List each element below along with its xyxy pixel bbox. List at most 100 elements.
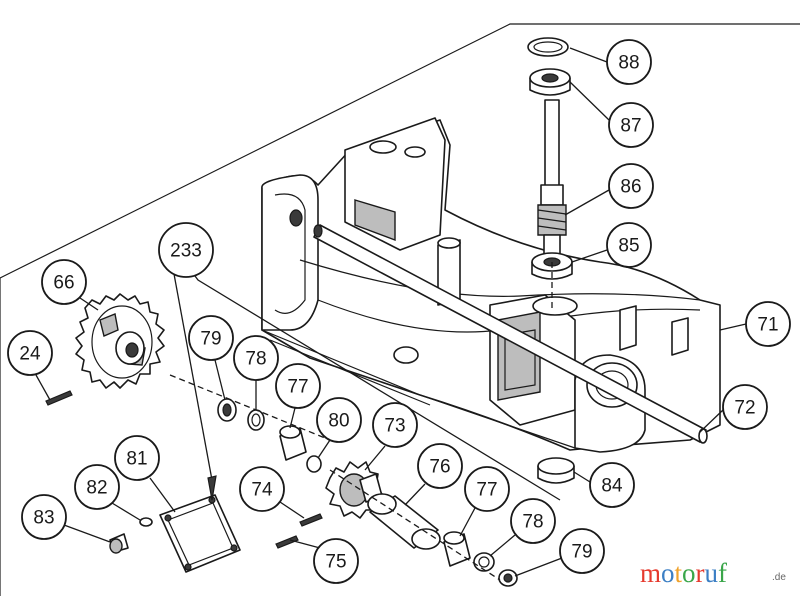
part-66-gear: [75, 293, 165, 389]
callout-77: 77: [464, 466, 510, 512]
callout-number: 74: [251, 480, 273, 501]
part-77-bushing-left: [279, 425, 307, 461]
part-75-pin: [275, 535, 299, 549]
part-79-washer-right: [498, 569, 518, 587]
callout-circle: [608, 102, 654, 148]
callout-circle: [589, 462, 635, 508]
callout-circle: [158, 222, 214, 278]
callout-circle: [239, 466, 285, 512]
callout-circle: [21, 494, 67, 540]
callout-78: 78: [233, 335, 279, 381]
callout-85: 85: [606, 222, 652, 268]
part-81-cover-plate: [159, 494, 241, 573]
logo-letter: m: [640, 558, 661, 588]
frame-border-line: [0, 23, 800, 279]
callout-79: 79: [188, 315, 234, 361]
callout-72: 72: [722, 384, 768, 430]
callout-24: 24: [7, 330, 53, 376]
callout-circle: [41, 259, 87, 305]
callout-circle: [608, 163, 654, 209]
callout-number: 82: [86, 478, 107, 499]
callout-number: 79: [571, 542, 592, 563]
callout-86: 86: [608, 163, 654, 209]
callout-number: 78: [245, 349, 266, 370]
callout-80: 80: [316, 397, 362, 443]
assembly-axis-left: [169, 374, 331, 441]
callout-79: 79: [559, 528, 605, 574]
callout-number: 86: [620, 177, 641, 198]
callout-number: 77: [287, 377, 308, 398]
callout-82: 82: [74, 464, 120, 510]
worm-shaft: [537, 99, 567, 256]
callout-77: 77: [275, 363, 321, 409]
callout-circle: [372, 402, 418, 448]
part-77-bushing-right: [443, 531, 471, 567]
part-80-washer: [306, 455, 322, 473]
callout-number: 87: [620, 116, 641, 137]
drive-shaft: [313, 224, 708, 444]
callout-number: 88: [618, 53, 639, 74]
callout-number: 233: [170, 241, 202, 262]
callout-87: 87: [608, 102, 654, 148]
callout-circle: [275, 363, 321, 409]
callout-78: 78: [510, 498, 556, 544]
callout-circle: [722, 384, 768, 430]
part-76-sleeve: [367, 493, 441, 550]
callout-circle: [316, 397, 362, 443]
part-82-washer: [139, 517, 153, 527]
part-24-pin: [45, 390, 73, 406]
part-78-ring-left: [247, 409, 265, 431]
motoruf-logo: motoruf .de: [640, 558, 786, 588]
logo-suffix: .de: [772, 572, 786, 583]
logo-letter: t: [675, 558, 683, 588]
callout-number: 24: [19, 344, 41, 365]
callout-circle: [74, 464, 120, 510]
callout-74: 74: [239, 466, 285, 512]
callout-75: 75: [313, 538, 359, 584]
callout-81: 81: [114, 435, 160, 481]
callout-circle: [417, 443, 463, 489]
callout-number: 71: [757, 315, 778, 336]
logo-letter: f: [718, 558, 727, 588]
callout-84: 84: [589, 462, 635, 508]
part-83-screw: [109, 533, 129, 554]
part-87-bearing: [529, 68, 571, 96]
callout-circle: [114, 435, 160, 481]
callout-circle: [559, 528, 605, 574]
callout-number: 76: [429, 457, 450, 478]
callout-number: 80: [328, 411, 349, 432]
callout-number: 78: [522, 512, 543, 533]
callout-circle: [606, 39, 652, 85]
callout-circle: [510, 498, 556, 544]
gearbox-housing: [261, 117, 721, 453]
logo-wordmark: motoruf: [640, 558, 727, 588]
part-84-bushing: [537, 457, 575, 484]
part-78-ring-right: [473, 552, 495, 572]
part-88-circlip: [527, 37, 569, 57]
callout-circle: [464, 466, 510, 512]
callout-88: 88: [606, 39, 652, 85]
callout-circle: [233, 335, 279, 381]
callout-66: 66: [41, 259, 87, 305]
callout-83: 83: [21, 494, 67, 540]
logo-letter: r: [696, 558, 705, 588]
callout-circle: [7, 330, 53, 376]
callout-number: 81: [126, 449, 147, 470]
callout-76: 76: [417, 443, 463, 489]
leader-lines: [35, 47, 747, 577]
part-79-washer-left: [217, 398, 237, 422]
callout-number: 84: [601, 476, 623, 497]
callout-number: 79: [200, 329, 221, 350]
logo-letter: o: [661, 558, 675, 588]
callout-circle: [606, 222, 652, 268]
callout-circle: [313, 538, 359, 584]
logo-letter: u: [705, 558, 719, 588]
callout-number: 73: [384, 416, 405, 437]
callout-71: 71: [745, 301, 791, 347]
callout-number: 85: [618, 236, 639, 257]
part-85-bearing: [531, 252, 573, 280]
callout-circle: [188, 315, 234, 361]
callout-number: 66: [53, 273, 74, 294]
callout-number: 77: [476, 480, 497, 501]
